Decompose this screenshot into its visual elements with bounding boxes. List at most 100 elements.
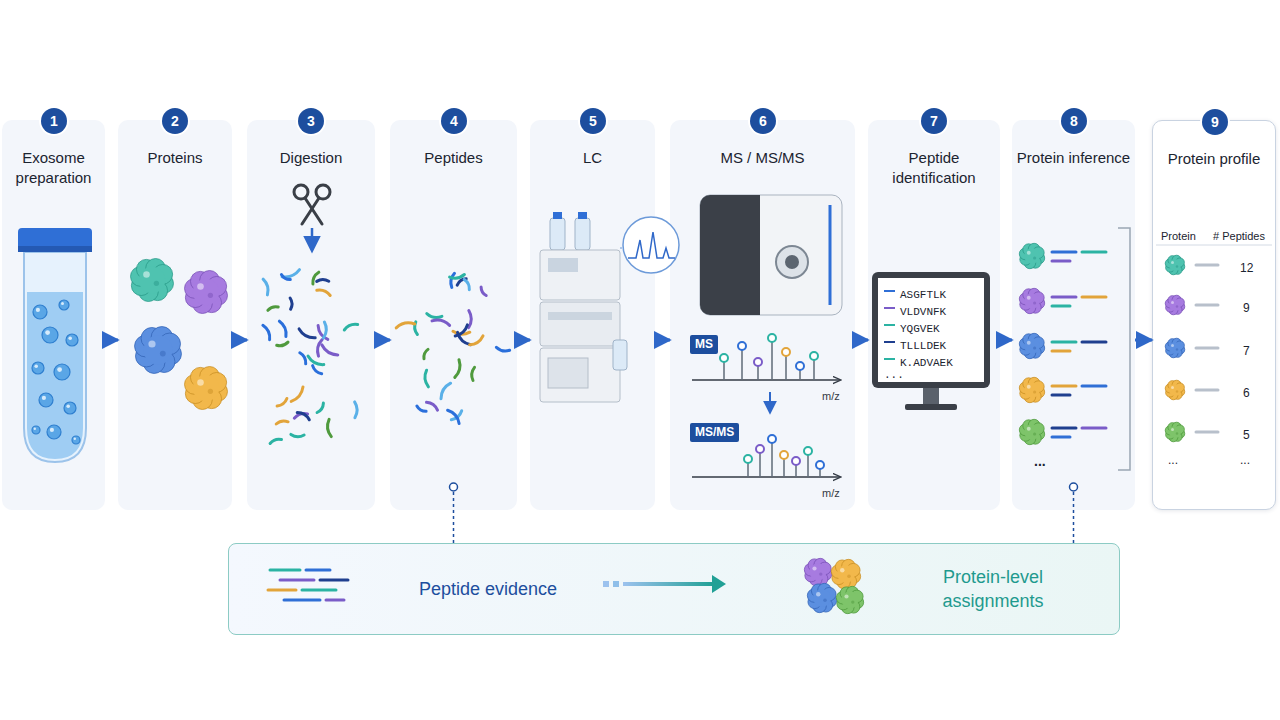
protein-icon bbox=[1019, 333, 1044, 358]
computer-monitor bbox=[923, 388, 939, 404]
peptide-bar bbox=[1052, 251, 1076, 254]
evidence-arrow bbox=[603, 581, 609, 587]
peptide-bar bbox=[1052, 394, 1070, 397]
peptide-fragment bbox=[308, 356, 324, 365]
peptide-fragment bbox=[424, 349, 428, 358]
protein-icon bbox=[160, 351, 166, 357]
protein-icon bbox=[1169, 259, 1181, 271]
callout-number: 7 bbox=[930, 114, 938, 128]
peptide-bar bbox=[1052, 427, 1076, 430]
summary-band: Peptide evidenceProtein-level assignment… bbox=[228, 543, 1120, 635]
peptide-fragment bbox=[300, 353, 306, 364]
spectrum-plot bbox=[692, 476, 840, 478]
protein-icon bbox=[1027, 427, 1031, 431]
sample-tube bbox=[24, 252, 86, 462]
protein-icon bbox=[1033, 432, 1036, 435]
flow-arrow bbox=[655, 339, 670, 342]
scissors-icon bbox=[305, 198, 322, 224]
table-rule bbox=[1156, 245, 1272, 246]
protein-icon bbox=[1171, 261, 1174, 264]
protein-icon bbox=[807, 583, 836, 612]
step-number: 3 bbox=[298, 108, 324, 134]
protein-icon bbox=[1165, 380, 1185, 400]
protein-icon bbox=[208, 293, 213, 298]
step-panel: Protein profile9 bbox=[1152, 120, 1276, 510]
protein-icon bbox=[1176, 305, 1178, 307]
sample-tube bbox=[18, 228, 92, 462]
protein-icon bbox=[844, 594, 848, 598]
peptide-evidence-icon bbox=[284, 599, 320, 602]
spectrum-plot bbox=[692, 379, 840, 381]
lc-instrument bbox=[578, 212, 587, 219]
vesicle bbox=[32, 300, 80, 444]
peptide-fragment bbox=[327, 419, 331, 436]
peptide-fragment bbox=[263, 270, 510, 444]
protein-icon bbox=[1024, 382, 1040, 398]
protein-icon bbox=[847, 574, 851, 578]
vesicle bbox=[68, 336, 72, 340]
mass-spectrometer bbox=[700, 195, 842, 315]
vesicle bbox=[42, 327, 58, 343]
protein-icon bbox=[804, 558, 831, 585]
step-title: Protein inference bbox=[1016, 148, 1131, 168]
protein-icon bbox=[819, 572, 822, 575]
peptide-fragment bbox=[455, 360, 460, 378]
table-cell: 12 bbox=[1240, 261, 1253, 276]
protein-icon bbox=[1171, 386, 1174, 389]
computer-monitor bbox=[884, 307, 895, 309]
computer-monitor bbox=[905, 404, 957, 410]
spectrum-plot bbox=[692, 334, 840, 477]
lc-instrument bbox=[550, 218, 565, 250]
spectrum-plot bbox=[771, 338, 773, 380]
leader-dot bbox=[1070, 483, 1078, 491]
peptide-fragment bbox=[263, 325, 270, 339]
peptide-fragment bbox=[276, 421, 288, 424]
lc-instrument bbox=[620, 248, 623, 249]
protein-icon bbox=[1171, 428, 1174, 431]
flow-arrow bbox=[1000, 339, 1012, 342]
peptide-bar bbox=[1052, 350, 1070, 353]
peptide-fragment bbox=[427, 314, 442, 318]
protein-icon bbox=[1027, 296, 1031, 300]
protein-icon bbox=[842, 592, 859, 609]
peptide-bar bbox=[1082, 385, 1106, 388]
evidence-arrow bbox=[623, 582, 713, 586]
peptide-fragment bbox=[291, 387, 303, 402]
table-bar bbox=[1196, 431, 1218, 434]
peptide-evidence-icon bbox=[306, 569, 330, 572]
protein-icon bbox=[1033, 346, 1036, 349]
table-header: # Peptides bbox=[1213, 229, 1265, 243]
protein-icon bbox=[1165, 255, 1185, 275]
lc-instrument bbox=[540, 250, 620, 300]
protein-icon bbox=[851, 600, 854, 603]
vesicle bbox=[50, 428, 54, 432]
peptide-sequence: TLLLDEK bbox=[900, 339, 946, 353]
protein-icon bbox=[1169, 342, 1181, 354]
step-number: 6 bbox=[750, 108, 776, 134]
step-panel: Digestion3 bbox=[247, 120, 375, 510]
computer-monitor bbox=[884, 358, 895, 360]
leader-dot bbox=[450, 483, 1078, 510]
evidence-arrow bbox=[712, 575, 726, 593]
protein-icon bbox=[813, 589, 831, 607]
step-panel: Peptides4 bbox=[390, 120, 517, 510]
callout-number: 6 bbox=[759, 114, 767, 128]
computer-monitor bbox=[878, 278, 984, 382]
axis-label: m/z bbox=[822, 486, 840, 500]
step-title: Digestion bbox=[251, 148, 371, 168]
table-bar bbox=[1196, 304, 1218, 307]
spectrum-plot bbox=[796, 362, 804, 370]
peptide-bar bbox=[1052, 385, 1076, 388]
protein-icon bbox=[1176, 348, 1178, 350]
vesicle bbox=[36, 308, 40, 312]
mass-spectrometer bbox=[748, 195, 760, 315]
protein-icon bbox=[1027, 251, 1031, 255]
protein-icon bbox=[1165, 295, 1185, 315]
peptide-fragment bbox=[427, 402, 438, 410]
peptide-evidence-icon bbox=[326, 599, 344, 602]
peptide-fragment bbox=[318, 340, 323, 357]
peptide-evidence-icon bbox=[268, 589, 296, 592]
flow-arrow bbox=[855, 339, 868, 342]
scissors-icon bbox=[302, 198, 319, 224]
